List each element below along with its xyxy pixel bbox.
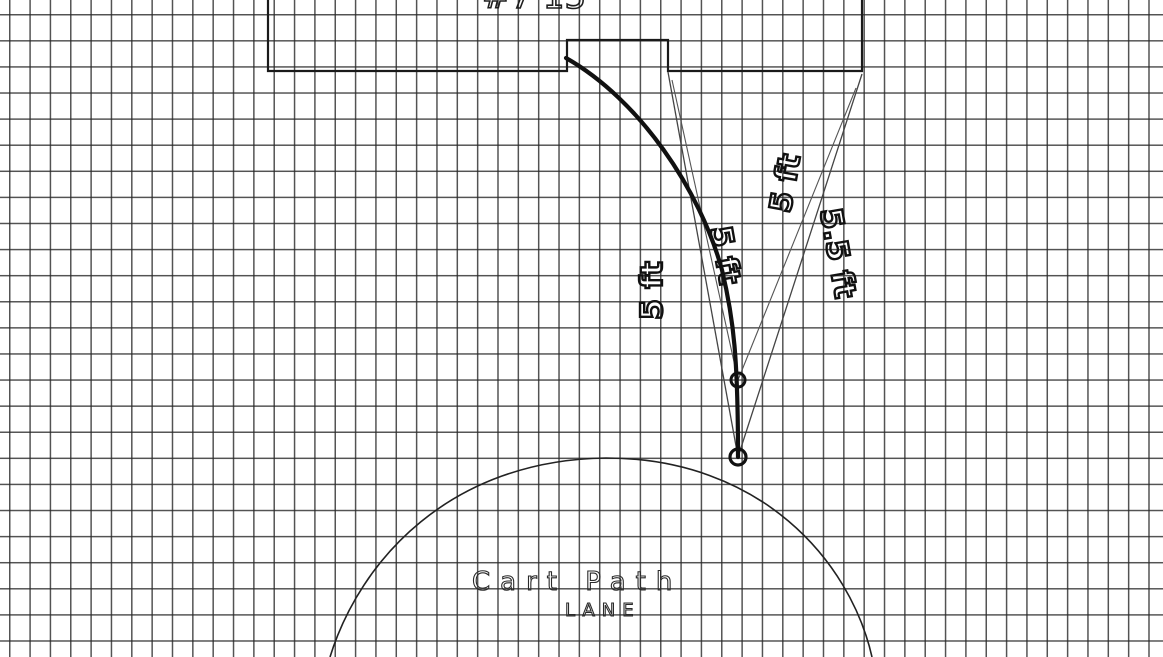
- cart-path-arc: [329, 457, 873, 657]
- distance-label-inner-left: 5 ft: [702, 223, 747, 287]
- cart-path-label: Cart Path: [472, 567, 682, 597]
- distance-label-outer-right: 5.5 ft: [812, 205, 862, 301]
- distance-label-outer-left: 5 ft: [635, 261, 670, 320]
- sight-line-left-upper: [671, 79, 739, 381]
- ball-position-lower: [728, 447, 748, 467]
- lane-label: LANE: [565, 600, 641, 621]
- ball-position-upper: [729, 371, 747, 389]
- distance-label-inner-right: 5 ft: [763, 151, 808, 215]
- green-outline: [266, 0, 864, 73]
- sight-line-right-upper: [737, 87, 857, 381]
- sight-line-right: [737, 73, 863, 458]
- sight-line-left: [667, 71, 739, 458]
- hole-number-label: #7 15: [482, 0, 586, 17]
